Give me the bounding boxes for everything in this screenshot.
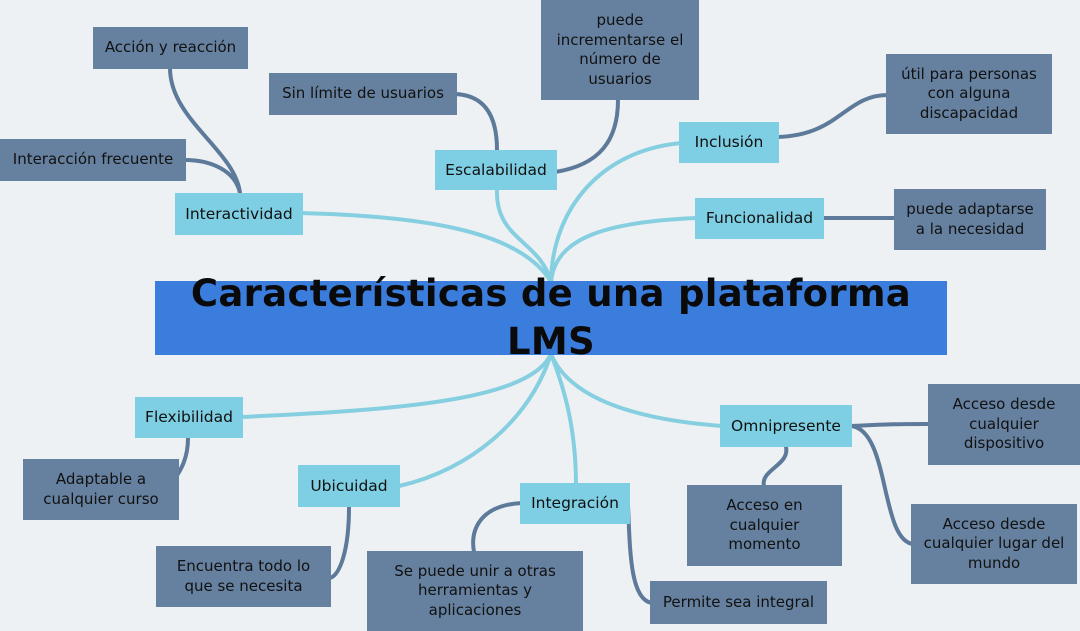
leaf-se-puede-unir: Se puede unir a otras herramientas y apl… bbox=[367, 551, 583, 631]
branch-omnipresente: Omnipresente bbox=[720, 405, 852, 447]
connector-sin-limite bbox=[453, 92, 499, 152]
central-topic: Características de una plataforma LMS bbox=[155, 272, 947, 363]
connector-acceso-dispositivo bbox=[849, 422, 931, 428]
leaf-permite-integral: Permite sea integral bbox=[650, 581, 827, 624]
connector-encuentra-todo bbox=[328, 505, 351, 580]
main-connectors bbox=[239, 141, 724, 488]
leaf-acceso-lugar: Acceso desde cualquier lugar del mundo bbox=[911, 504, 1077, 584]
connector-flexibilidad bbox=[239, 352, 553, 419]
connector-inclusion bbox=[549, 141, 684, 284]
branch-escalabilidad: Escalabilidad bbox=[435, 150, 557, 190]
leaf-acceso-momento: Acceso en cualquier momento bbox=[687, 485, 842, 566]
branch-interactividad: Interactividad bbox=[175, 193, 303, 235]
connector-interactividad bbox=[298, 211, 553, 284]
branch-flexibilidad: Flexibilidad bbox=[135, 397, 243, 438]
connector-escalabilidad bbox=[494, 187, 553, 284]
leaf-encuentra-todo: Encuentra todo lo que se necesita bbox=[156, 546, 331, 607]
connector-acceso-lugar bbox=[849, 424, 915, 546]
connector-se-puede-unir bbox=[471, 501, 524, 554]
connector-interaccion-frecuente bbox=[183, 158, 242, 195]
sub-connectors bbox=[168, 66, 931, 605]
leaf-incrementarse-usuarios: puede incrementarse el número de usuario… bbox=[541, 0, 699, 100]
leaf-util-personas: útil para personas con alguna discapacid… bbox=[886, 54, 1052, 134]
connector-omnipresente bbox=[549, 352, 724, 428]
leaf-adaptable-curso: Adaptable a cualquier curso bbox=[23, 459, 179, 520]
leaf-interaccion-frecuente: Interacción frecuente bbox=[0, 139, 186, 181]
leaf-acceso-dispositivo: Acceso desde cualquier dispositivo bbox=[928, 384, 1080, 465]
branch-inclusion: Inclusión bbox=[679, 122, 779, 163]
connector-permite-integral bbox=[626, 503, 654, 605]
connector-accion-reaccion bbox=[168, 66, 242, 195]
branch-ubicuidad: Ubicuidad bbox=[298, 465, 400, 507]
connector-util-personas bbox=[776, 93, 890, 139]
connector-incrementarse bbox=[553, 98, 620, 174]
leaf-sin-limite-usuarios: Sin límite de usuarios bbox=[269, 73, 457, 115]
branch-funcionalidad: Funcionalidad bbox=[695, 198, 824, 239]
connector-ubicuidad bbox=[397, 352, 553, 488]
branch-integracion: Integración bbox=[520, 483, 630, 524]
leaf-adaptarse-necesidad: puede adaptarse a la necesidad bbox=[894, 189, 1046, 250]
leaf-accion-reaccion: Acción y reacción bbox=[93, 27, 248, 69]
connector-acceso-momento bbox=[761, 445, 789, 488]
connector-funcionalidad bbox=[549, 216, 699, 284]
